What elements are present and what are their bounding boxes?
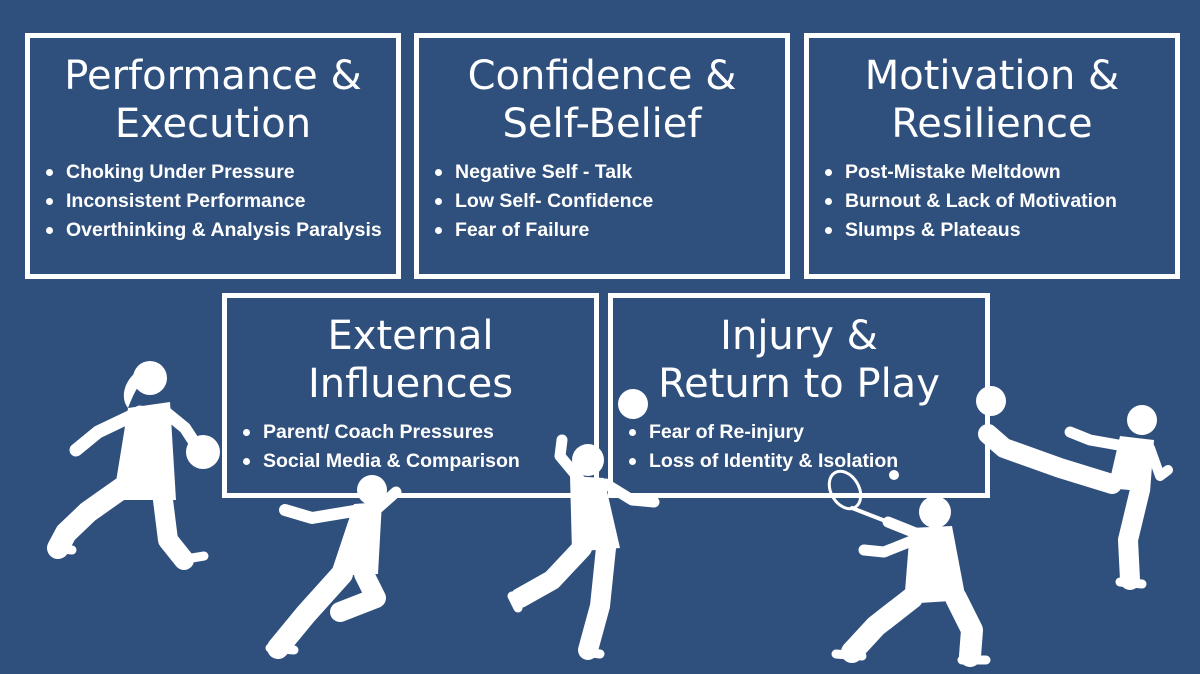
list-item: Social Media & Comparison [241, 447, 586, 476]
bullet-list: Choking Under Pressure Inconsistent Perf… [30, 158, 396, 245]
list-item: Low Self- Confidence [433, 187, 777, 216]
list-item: Post-Mistake Meltdown [823, 158, 1167, 187]
category-box-performance-execution: Performance & Execution Choking Under Pr… [25, 33, 401, 279]
bullet-list: Fear of Re-injury Loss of Identity & Iso… [613, 418, 985, 476]
category-box-confidence-self-belief: Confidence & Self-Belief Negative Self -… [414, 33, 790, 279]
list-item: Negative Self - Talk [433, 158, 777, 187]
category-title: Motivation & Resilience [864, 53, 1120, 147]
bullet-list: Post-Mistake Meltdown Burnout & Lack of … [809, 158, 1175, 245]
soccer-player-icon [978, 405, 1173, 590]
list-item: Burnout & Lack of Motivation [823, 187, 1167, 216]
list-item: Fear of Failure [433, 216, 777, 245]
list-item: Inconsistent Performance [44, 187, 388, 216]
list-item: Loss of Identity & Isolation [627, 447, 977, 476]
bullet-list: Negative Self - Talk Low Self- Confidenc… [419, 158, 785, 245]
basketball-icon [186, 435, 220, 469]
list-item: Overthinking & Analysis Paralysis [44, 216, 388, 245]
list-item: Choking Under Pressure [44, 158, 388, 187]
category-title: Injury & Return to Play [658, 313, 940, 407]
list-item: Fear of Re-injury [627, 418, 977, 447]
category-title: Performance & Execution [64, 53, 362, 147]
list-item: Slumps & Plateaus [823, 216, 1167, 245]
category-box-external-influences: External Influences Parent/ Coach Pressu… [222, 293, 599, 498]
list-item: Parent/ Coach Pressures [241, 418, 586, 447]
category-box-injury-return-to-play: Injury & Return to Play Fear of Re-injur… [608, 293, 990, 498]
category-title: Confidence & Self-Belief [467, 53, 737, 147]
basketball-player-icon [47, 361, 209, 570]
category-box-motivation-resilience: Motivation & Resilience Post-Mistake Mel… [804, 33, 1180, 279]
category-title: External Influences [307, 313, 514, 407]
bullet-list: Parent/ Coach Pressures Social Media & C… [227, 418, 594, 476]
sprinter-icon [265, 475, 402, 659]
